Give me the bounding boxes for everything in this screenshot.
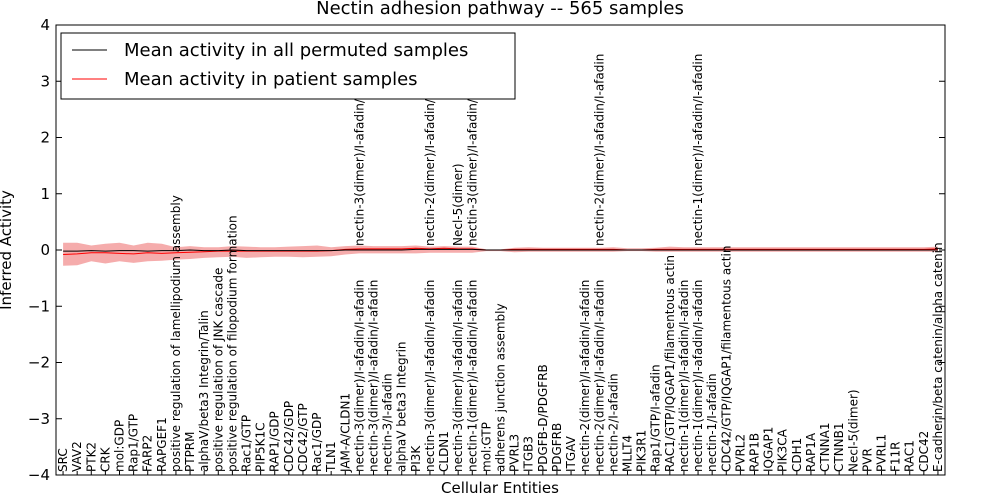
x-tick-label: Rac1/GTP	[240, 415, 254, 472]
x-tick-label: nectin-1(dimer)/I-afadin/I-afadin	[465, 280, 479, 472]
x-tick-label: PTPRM	[183, 432, 197, 473]
x-tick-label: PVRL2	[733, 434, 747, 472]
x-tick-label: PIK3R1	[635, 430, 649, 472]
chart-title: Nectin adhesion pathway -- 565 samples	[316, 0, 684, 19]
y-tick-label: 4	[40, 16, 50, 34]
x-tick-label: PI3K	[409, 445, 423, 472]
x-tick-label: Rap1/GTP/I-afadin	[649, 364, 663, 472]
legend: Mean activity in all permuted samples Me…	[60, 32, 516, 100]
x-tick-label: CDC42/GDP	[282, 401, 296, 472]
x-tick-label: CTNNB1	[832, 422, 846, 472]
x-tick-label: positive regulation of filopodium format…	[225, 215, 239, 472]
x-tick-label: F11R	[889, 441, 903, 472]
series-band	[63, 242, 938, 266]
x-tick-label: nectin-2/I-afadin	[606, 373, 620, 472]
x-tick-label: nectin-1(dimer)/I-afadin/I-afadin	[677, 280, 691, 472]
x-tick-label: positive regulation of lamellipodium ass…	[169, 195, 183, 472]
y-tick-label: −1	[28, 297, 50, 315]
legend-label-patient: Mean activity in patient samples	[124, 69, 418, 90]
x-tick-label: PDGFB-D/PDGFRB	[536, 364, 550, 472]
x-tick-label-upper: Necl-5(dimer)	[451, 163, 465, 246]
x-tick-label: alphaV beta3 Integrin	[395, 341, 409, 472]
x-tick-label: nectin-3/I-afadin	[381, 373, 395, 472]
x-tick-label: CLDN1	[437, 431, 451, 472]
x-tick-label: MLLT4	[621, 435, 635, 472]
legend-label-permuted: Mean activity in all permuted samples	[124, 40, 468, 61]
x-tick-label: nectin-2(dimer)/I-afadin/I-afadin	[578, 280, 592, 472]
x-tick-label: E-cadherin/beta catenin/alpha catenin	[931, 242, 945, 472]
x-tick-label: mol:GDP	[113, 420, 127, 472]
x-tick-label-upper: nectin-3(dimer)/I-afadin/I-afadin	[352, 54, 366, 246]
x-tick-label: nectin-3(dimer)/I-afadin/I-afadin	[352, 280, 366, 472]
x-tick-label: ITGAV	[564, 435, 578, 472]
x-tick-label: CDC42/GTP/IQGAP1/filamentous actin	[719, 246, 733, 472]
x-tick-label: PDGFRB	[550, 423, 564, 472]
x-tick-label: TLN1	[324, 441, 338, 473]
x-tick-label: CDC42	[917, 431, 931, 472]
x-tick-label: RAPGEF1	[155, 417, 169, 472]
x-tick-label: PVRL3	[508, 434, 522, 472]
x-tick-label-upper: nectin-2(dimer)/I-afadin/I-afadin	[592, 54, 606, 246]
x-tick-label: SRC	[56, 448, 70, 472]
x-tick-label-upper: nectin-1(dimer)/I-afadin/I-afadin	[691, 54, 705, 246]
x-axis-label: Cellular Entities	[441, 479, 559, 497]
y-axis: −4 −3 −2 −1 0 1 2 3 4	[28, 16, 945, 484]
y-tick-label: 2	[40, 129, 50, 147]
x-tick-label: FARP2	[141, 435, 155, 472]
x-tick-label: Rap1/GTP	[127, 414, 141, 472]
x-tick-label: Rac1/GDP	[310, 413, 324, 472]
x-tick-label: positive regulation of JNK cascade	[211, 268, 225, 472]
x-tick-label: PVR	[860, 448, 874, 472]
x-tick-label: CRK	[98, 446, 112, 472]
x-tick-label: RAC1/GTP/IQGAP1/filamentous actin	[663, 255, 677, 472]
series-line-permuted	[63, 248, 938, 252]
x-tick-label: CDH1	[790, 438, 804, 472]
x-tick-label: VAV2	[70, 441, 84, 472]
x-tick-label: mol:GTP	[479, 422, 493, 472]
x-tick-label: nectin-3(dimer)/I-afadin/I-afadin	[423, 280, 437, 472]
x-tick-label: RAP1A	[804, 432, 818, 472]
x-tick-label: RAC1	[903, 440, 917, 472]
x-tick-label: IQGAP1	[762, 427, 776, 472]
y-tick-label: −2	[28, 354, 50, 372]
x-tick-label: RAP1B	[748, 433, 762, 472]
x-tick-label: CTNNA1	[818, 422, 832, 472]
y-axis-label: Inferred Activity	[0, 190, 15, 310]
x-tick-label: nectin-3(dimer)/I-afadin/I-afadin	[367, 280, 381, 472]
x-tick-label: JAM-A/CLDN1	[338, 393, 352, 473]
x-tick-label: nectin-1/I-afadin	[705, 373, 719, 472]
legend-box	[60, 32, 516, 100]
x-tick-label-upper: nectin-3(dimer)/I-afadin/I-afadin	[465, 54, 479, 246]
x-tick-label: nectin-3(dimer)/I-afadin/I-afadin	[451, 280, 465, 472]
x-tick-label: alphaV/beta3 Integrin/Talin	[197, 310, 211, 472]
x-tick-label: PIK3CA	[776, 428, 790, 472]
x-tick-label: adherens junction assembly	[494, 303, 508, 472]
x-tick-label: RAP1/GDP	[268, 411, 282, 472]
x-tick-label: ITGB3	[522, 436, 536, 472]
y-tick-label: 3	[40, 72, 50, 90]
x-tick-label: Necl-5(dimer)	[846, 389, 860, 472]
plot-area	[63, 242, 938, 266]
x-tick-label: CDC42/GTP	[296, 403, 310, 472]
x-tick-label: nectin-2(dimer)/I-afadin/I-afadin	[592, 280, 606, 472]
x-tick-label-upper: nectin-2(dimer)/I-afadin/I-afadin	[423, 54, 437, 246]
x-tick-label: nectin-1(dimer)/I-afadin/I-afadin	[691, 280, 705, 472]
y-tick-label: 0	[40, 241, 50, 259]
y-tick-label: −4	[28, 466, 50, 484]
x-tick-label: PVRL1	[875, 434, 889, 472]
y-tick-label: −3	[28, 410, 50, 428]
y-tick-label: 1	[40, 185, 50, 203]
x-tick-label: PTK2	[84, 442, 98, 472]
x-tick-label: PIP5K1C	[254, 422, 268, 472]
